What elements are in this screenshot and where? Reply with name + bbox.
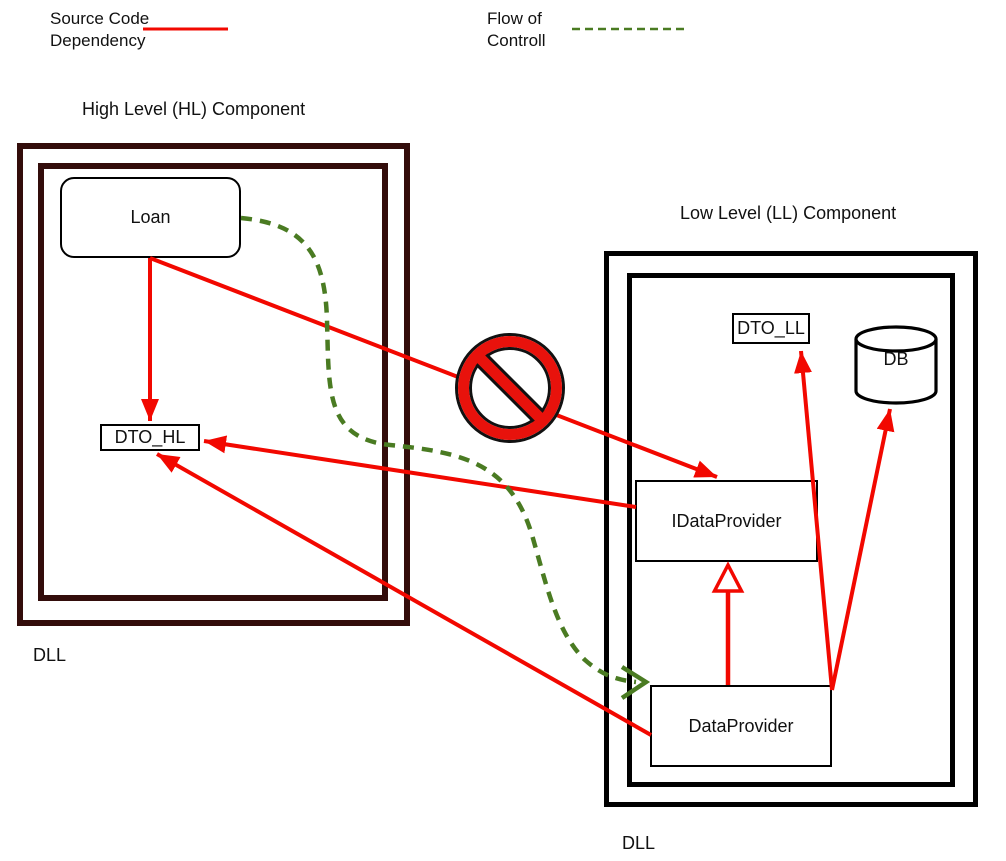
dto-hl-node-label: DTO_HL	[114, 427, 186, 447]
prohibition-icon	[455, 333, 565, 443]
loan-node: Loan	[60, 177, 241, 258]
db-cylinder-icon	[854, 325, 938, 405]
db-node-label: DB	[883, 349, 909, 369]
dto-ll-node: DTO_LL	[732, 313, 810, 344]
db-cylinder-node: DB	[854, 325, 938, 405]
hl-component-title: High Level (HL) Component	[82, 99, 306, 119]
loan-node-label: Loan	[130, 207, 171, 227]
idataprovider-node-label: IDataProvider	[671, 510, 782, 531]
hl-dll-label: DLL	[33, 645, 67, 665]
legend-source-code-dependency-label: Source Code Dependency	[50, 9, 150, 50]
dataprovider-node-label: DataProvider	[688, 715, 794, 736]
dataprovider-node: DataProvider	[650, 685, 832, 767]
idataprovider-node: IDataProvider	[635, 480, 818, 562]
ll-dll-label: DLL	[622, 833, 656, 853]
dto-ll-node-label: DTO_LL	[737, 318, 805, 338]
ll-component-title: Low Level (LL) Component	[680, 203, 897, 223]
legend-flow-of-control-label: Flow of Controll	[487, 9, 546, 50]
dto-hl-node: DTO_HL	[100, 424, 200, 451]
